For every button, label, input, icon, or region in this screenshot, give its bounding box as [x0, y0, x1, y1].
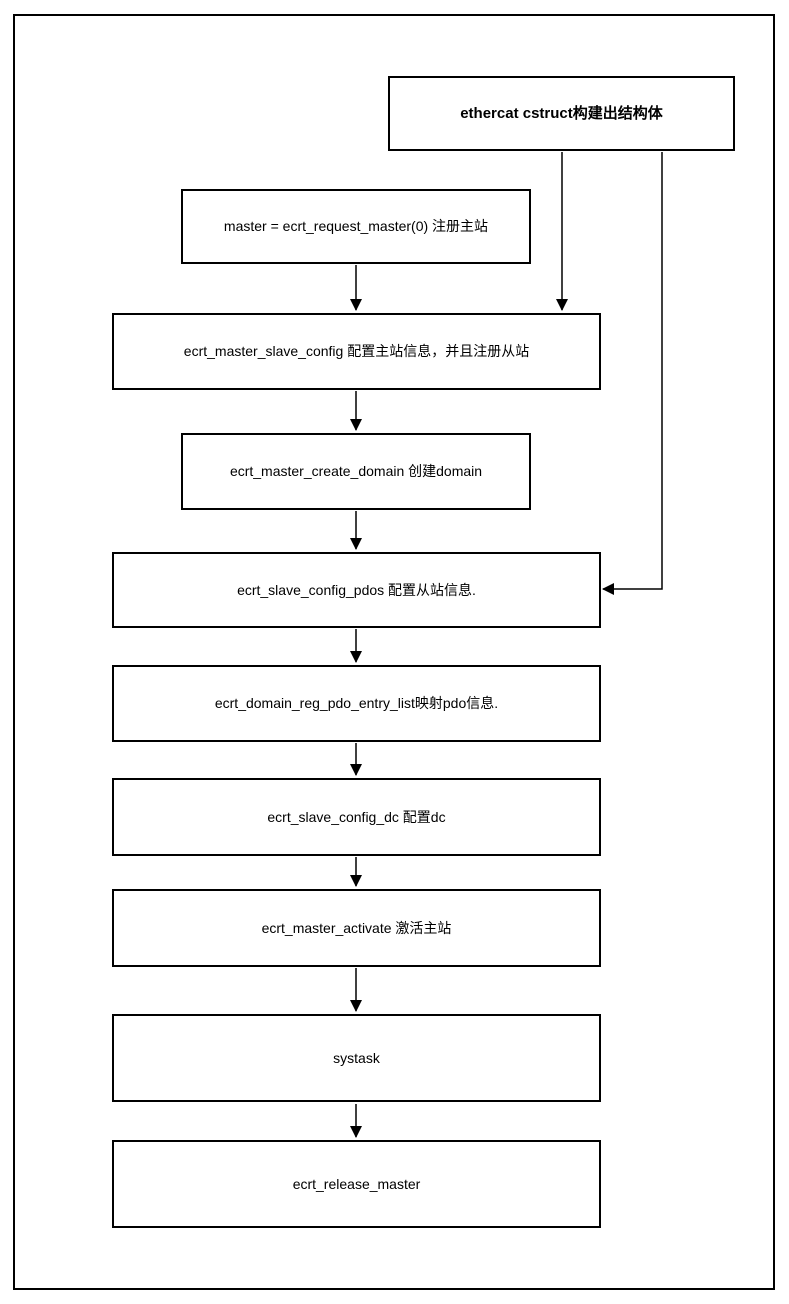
flow-node-ethercat-cstruct: ethercat cstruct构建出结构体 [388, 76, 735, 151]
flow-node-slave-config-dc: ecrt_slave_config_dc 配置dc [112, 778, 601, 856]
flow-node-domain-reg-pdo: ecrt_domain_reg_pdo_entry_list映射pdo信息. [112, 665, 601, 742]
flow-node-systask: systask [112, 1014, 601, 1102]
flow-node-create-domain: ecrt_master_create_domain 创建domain [181, 433, 531, 510]
flow-node-request-master: master = ecrt_request_master(0) 注册主站 [181, 189, 531, 264]
flow-node-master-slave-config: ecrt_master_slave_config 配置主站信息，并且注册从站 [112, 313, 601, 390]
diagram-outer-border [13, 14, 775, 1290]
flow-node-master-activate: ecrt_master_activate 激活主站 [112, 889, 601, 967]
flow-node-slave-config-pdos: ecrt_slave_config_pdos 配置从站信息. [112, 552, 601, 628]
flow-node-release-master: ecrt_release_master [112, 1140, 601, 1228]
